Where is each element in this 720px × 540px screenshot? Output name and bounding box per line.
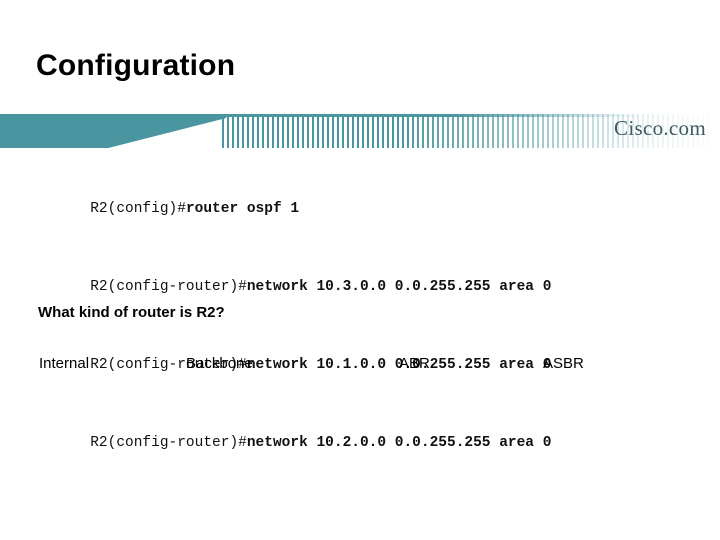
console-command: network 10.2.0.0 0.0.255.255 area 0: [246, 435, 552, 451]
banner-stripe-pattern: [222, 114, 720, 148]
console-prompt: R2(config-router)#: [90, 435, 247, 451]
console-line: R2(config)#router ospf 1: [38, 170, 698, 248]
page-title: Configuration: [36, 49, 236, 82]
quiz-option-internal[interactable]: Internal: [39, 355, 90, 372]
console-prompt: R2(config-router)#: [90, 279, 247, 295]
console-command: router ospf 1: [185, 201, 300, 217]
quiz-option-abr[interactable]: ABR: [399, 355, 430, 372]
console-line: R2(config-router)#network 10.3.0.0 0.0.2…: [38, 248, 698, 326]
cisco-com-wordmark: Cisco.com: [614, 116, 706, 140]
console-prompt: R2(config)#: [90, 201, 186, 217]
console-output: R2(config)#router ospf 1 R2(config-route…: [38, 170, 698, 482]
quiz-question: What kind of router is R2?: [38, 304, 225, 321]
console-command: network 10.1.0.0 0.0.255.255 area 0: [246, 357, 552, 373]
console-line: R2(config-router)#network 10.1.0.0 0.0.2…: [38, 326, 698, 404]
console-line: R2(config-router)#network 10.2.0.0 0.0.2…: [38, 404, 698, 482]
quiz-options: Internal Backbone ABR ASBR: [0, 355, 720, 379]
quiz-option-asbr[interactable]: ASBR: [543, 355, 584, 372]
quiz-option-backbone[interactable]: Backbone: [186, 355, 253, 372]
console-command: network 10.3.0.0 0.0.255.255 area 0: [246, 279, 552, 295]
console-prompt: R2(config-router)#: [90, 357, 247, 373]
banner-solid-block: [0, 114, 226, 148]
cisco-banner: Cisco.com: [0, 114, 720, 148]
